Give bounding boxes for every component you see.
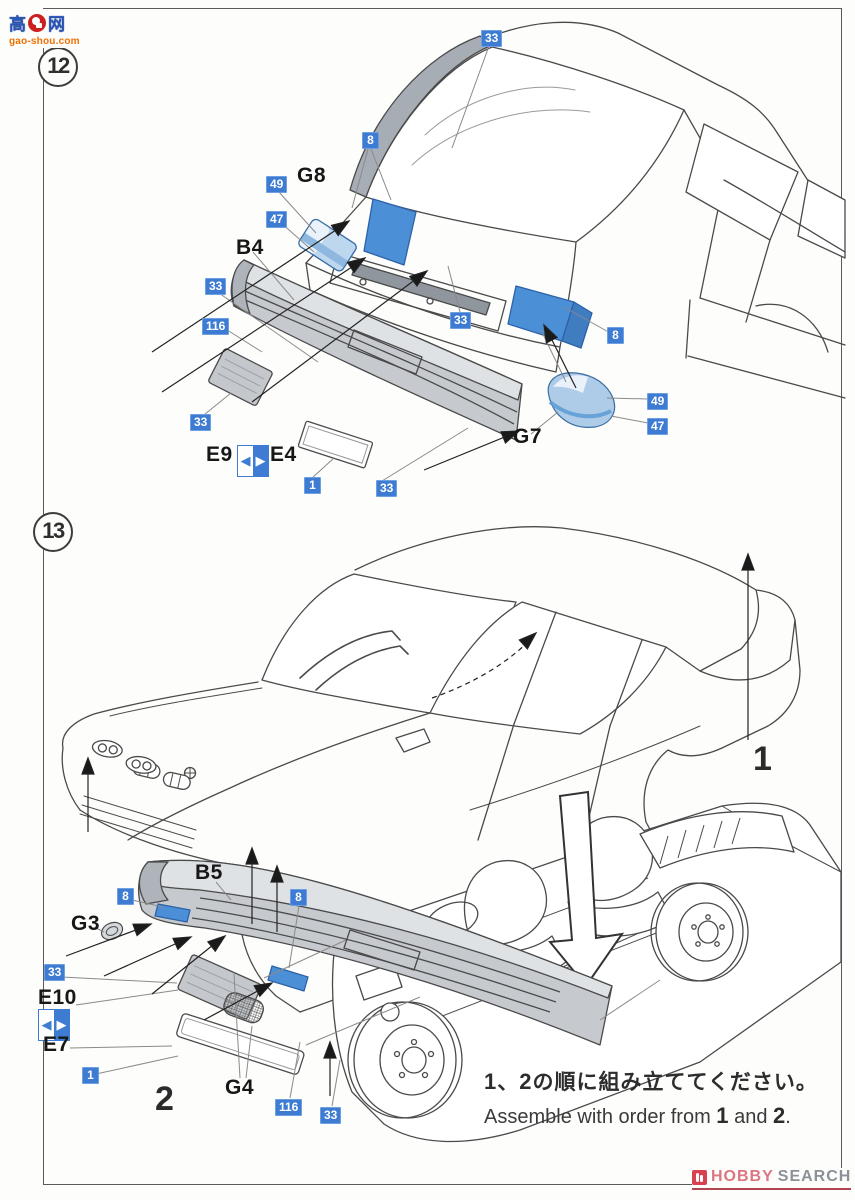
leader-lines (61, 881, 661, 1107)
part-label-e10: E10 (38, 986, 77, 1009)
plate-part-e7 (176, 1013, 305, 1075)
swap-right-arrow-icon: ▶ (54, 1010, 69, 1040)
paint-callout-47: 47 (647, 418, 669, 435)
paint-callout-33: 33 (450, 312, 472, 329)
car-rear-body (305, 21, 846, 399)
watermark-url: gao-shou.com (9, 36, 80, 47)
paint-callout-8: 8 (607, 327, 624, 344)
order-number-1: 1 (753, 740, 772, 778)
either-or-swap-icon: ◀ ▶ (237, 445, 269, 477)
paint-callout-116: 116 (202, 318, 230, 335)
paint-callout-49: 49 (266, 176, 288, 193)
brand-word-search: SEARCH (777, 1168, 852, 1185)
lamp-part-g7 (547, 372, 616, 428)
part-label-g3: G3 (71, 912, 101, 935)
gao-shou-watermark: 高 网 gao-shou.com (6, 9, 83, 48)
paint-callout-1: 1 (304, 477, 321, 494)
paint-callout-33: 33 (44, 964, 66, 981)
front-bumper-part-b5 (137, 859, 613, 1046)
insert-direction-arrow (548, 790, 625, 988)
part-label-e9: E9 (206, 443, 233, 466)
part-label-e7: E7 (43, 1033, 70, 1056)
page-border-frame (43, 8, 842, 1185)
assembly-arrows (65, 552, 755, 1096)
plate-part-e4 (297, 420, 374, 469)
paint-callout-33: 33 (205, 278, 227, 295)
part-label-g8: G8 (297, 164, 327, 187)
note-japanese: 1、2の順に組み立ててください。 (484, 1069, 818, 1094)
step13-illustration (61, 526, 842, 1143)
paint-callout-33: 33 (376, 480, 398, 497)
rear-bumper-part-b4 (230, 259, 523, 441)
order-number-2: 2 (155, 1080, 174, 1118)
part-label-g4: G4 (225, 1076, 255, 1099)
assembly-arrows (151, 220, 577, 471)
paint-callout-8: 8 (117, 888, 134, 905)
paint-callout-1: 1 (82, 1067, 99, 1084)
part-label-b5: B5 (195, 861, 223, 884)
step-badge-13: 13 (33, 512, 73, 552)
paint-callout-49: 49 (647, 393, 669, 410)
plate-part-e9 (208, 348, 273, 406)
paint-callout-8: 8 (362, 132, 379, 149)
paint-callout-33: 33 (320, 1107, 342, 1124)
paint-callout-47: 47 (266, 211, 288, 228)
part-label-e4: E4 (270, 443, 297, 466)
swap-left-arrow-icon: ◀ (238, 446, 253, 476)
swap-right-arrow-icon: ▶ (253, 446, 268, 476)
note-english: Assemble with order from 1 and 2. (484, 1103, 791, 1128)
either-or-swap-icon: ◀ ▶ (38, 1009, 70, 1041)
watermark-char: 高 (9, 15, 26, 34)
hobby-search-logo: HOBBY SEARCH (692, 1168, 852, 1190)
car-body-upper (61, 526, 801, 1013)
swap-left-arrow-icon: ◀ (39, 1010, 54, 1040)
paint-callout-8: 8 (290, 889, 307, 906)
paint-callout-33: 33 (190, 414, 212, 431)
assembly-order-note: 1、2の順に組み立ててください。 Assemble with order fro… (484, 1066, 818, 1129)
step12-illustration (151, 21, 846, 482)
part-label-b4: B4 (236, 236, 264, 259)
leader-lines (198, 45, 649, 482)
part-label-g7: G7 (513, 425, 543, 448)
flame-icon (692, 1169, 707, 1185)
thumbs-up-icon (28, 13, 46, 32)
watermark-char: 网 (48, 15, 65, 34)
paint-callout-33: 33 (481, 30, 503, 47)
step-badge-12: 12 (38, 47, 78, 87)
paint-callout-116: 116 (275, 1099, 303, 1116)
brand-word-hobby: HOBBY (711, 1168, 774, 1185)
